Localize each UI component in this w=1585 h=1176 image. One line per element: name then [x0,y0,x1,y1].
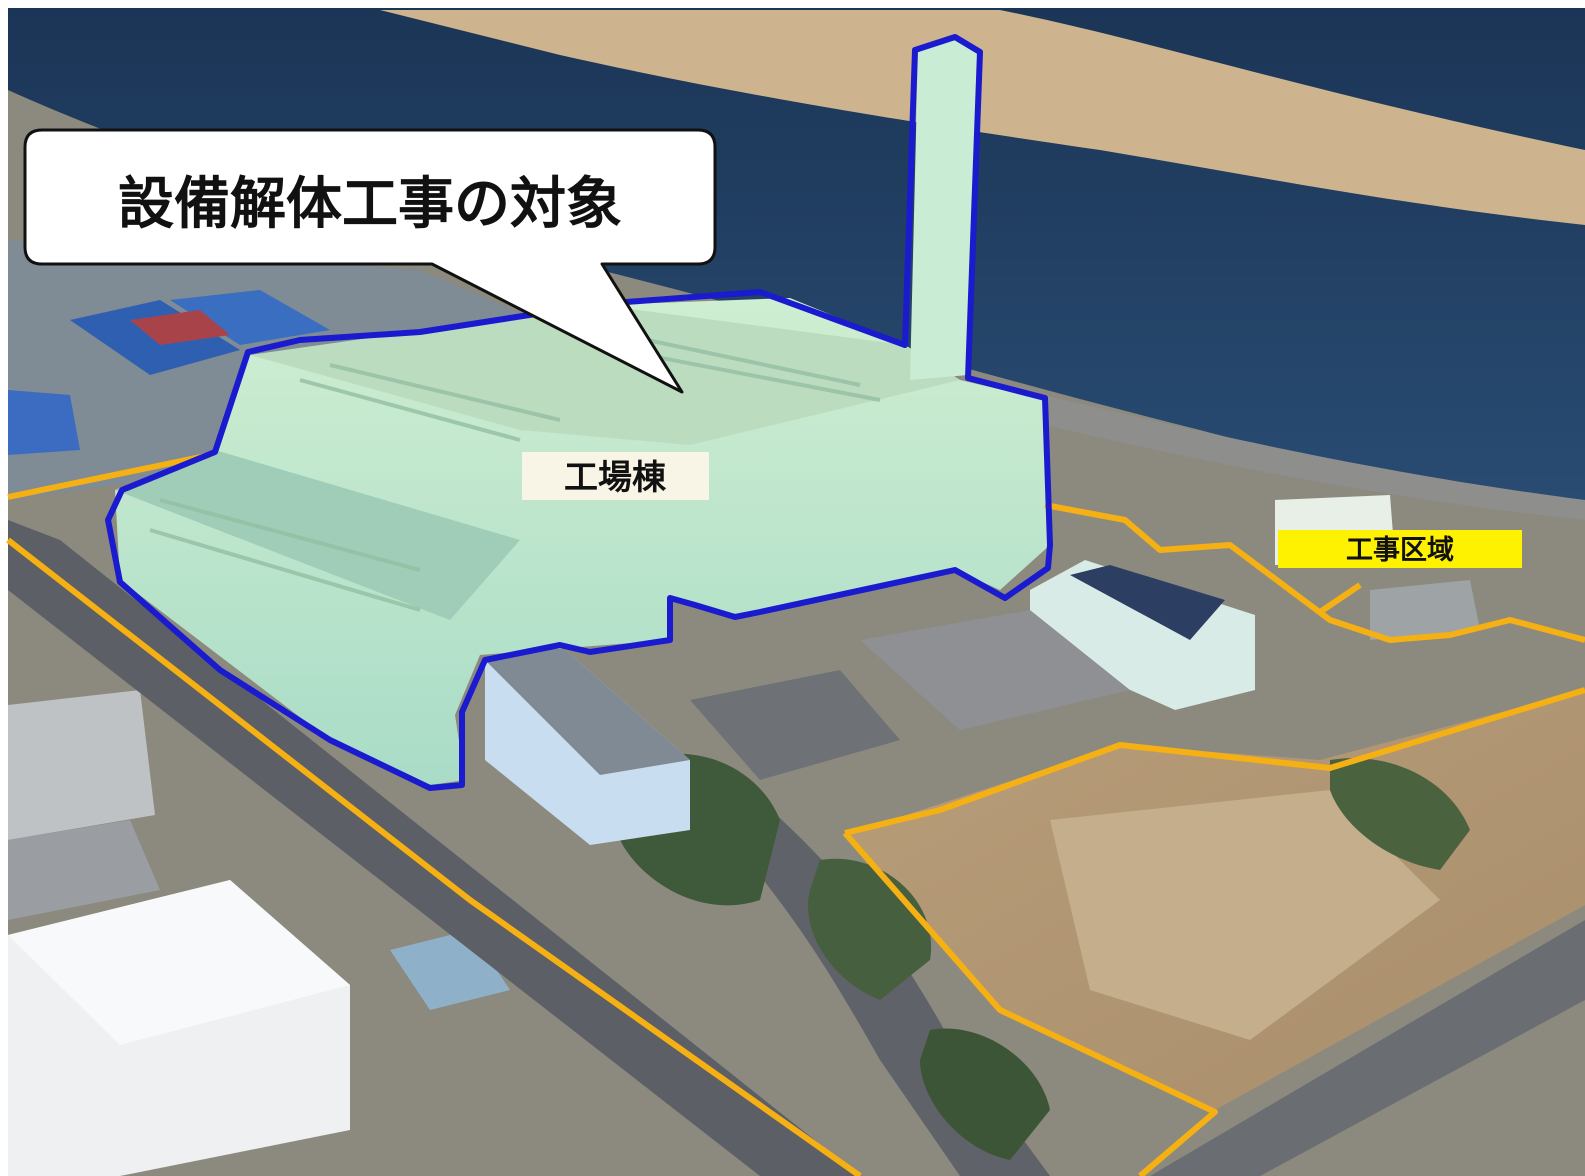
construction-area-label: 工事区域 [1278,530,1522,568]
target-outline [105,34,1053,791]
chimney [910,35,980,380]
callout-bubble: 設備解体工事の対象 [23,128,717,394]
callout-text: 設備解体工事の対象 [118,172,622,237]
sandbar [380,10,1585,225]
factory-label: 工場棟 [522,452,709,500]
construction-area-label-text: 工事区域 [1346,535,1454,566]
factory-label-text: 工場棟 [564,458,667,498]
factory-building [115,35,1050,785]
road [8,520,860,1176]
photo-background [8,8,1585,1176]
construction-area-outline [6,452,1585,1176]
